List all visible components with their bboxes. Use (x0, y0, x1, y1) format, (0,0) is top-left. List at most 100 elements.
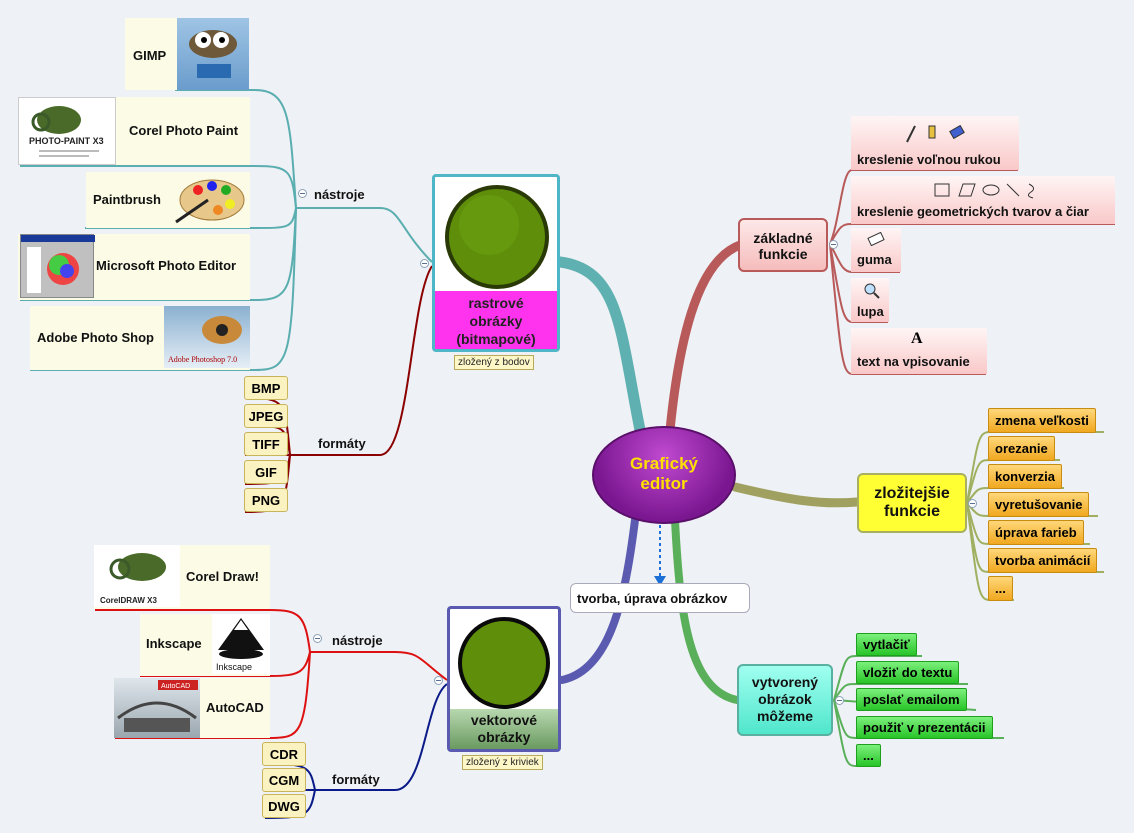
tool-microsoft-photo-editor[interactable]: Microsoft Photo Editor (18, 234, 250, 300)
basic-collapse-toggle[interactable] (829, 240, 838, 249)
raster-note: zložený z bodov (454, 355, 534, 370)
format-bmp[interactable]: BMP (244, 376, 288, 400)
vector-title: vektorové obrázky (450, 709, 558, 749)
photoshop-logo-text: Adobe Photoshop 7.0 (168, 355, 237, 364)
tool-corel-photo-paint-label: Corel Photo Paint (129, 123, 239, 138)
text-tool-icon: A (911, 330, 923, 347)
complex-title-line2: funkcie (883, 503, 940, 520)
raster-tools-label[interactable]: nástroje (314, 187, 365, 202)
tool-gimp[interactable]: GIMP (125, 18, 249, 90)
raster-title: rastrové obrázky (bitmapové) (435, 291, 557, 349)
magnifier-icon (863, 282, 881, 303)
central-topic[interactable]: Grafický editor (592, 426, 736, 524)
vector-node[interactable]: vektorové obrázky (447, 606, 561, 752)
autocad-logo: AutoCAD (114, 678, 200, 738)
vector-title-line1: vektorové (470, 712, 538, 728)
complex-item-convert[interactable]: konverzia (988, 464, 1062, 489)
autocad-logo-text: AutoCAD (161, 683, 190, 690)
central-title-line1: Grafický (629, 454, 699, 473)
central-title-line2: editor (640, 474, 688, 493)
output-item-insert-text[interactable]: vložiť do textu (856, 661, 960, 684)
eraser-icon (867, 231, 885, 249)
format-cdr[interactable]: CDR (262, 742, 306, 766)
complex-title-line1: zložitejšie (874, 485, 950, 502)
format-dwg[interactable]: DWG (262, 794, 306, 818)
branch-output (671, 516, 741, 704)
corel-photo-paint-logo: PHOTO-PAINT X3 (18, 97, 116, 165)
shape-tool-icons (931, 180, 1041, 200)
freehand-tool-icons (903, 122, 973, 144)
photo-paint-logo-text: PHOTO-PAINT X3 (29, 136, 104, 146)
basic-item-freehand-label: kreslenie voľnou rukou (857, 152, 1001, 167)
raster-title-line1: rastrové (468, 295, 524, 311)
vector-collapse-toggle[interactable] (434, 676, 443, 685)
photo-editor-screenshot (20, 234, 95, 298)
basic-item-eraser[interactable]: guma (851, 228, 901, 272)
coreldraw-logo-text: CorelDRAW X3 (100, 596, 157, 605)
output-title-line3: môžeme (756, 708, 814, 724)
format-cgm[interactable]: CGM (262, 768, 306, 792)
tool-adobe-photo-shop-label: Adobe Photo Shop (37, 330, 154, 345)
basic-item-shapes-label: kreslenie geometrických tvarov a čiar (857, 204, 1089, 219)
basic-item-freehand[interactable]: kreslenie voľnou rukou (851, 116, 1019, 170)
tool-paintbrush[interactable]: Paintbrush (86, 172, 250, 228)
vector-title-line2: obrázky (477, 729, 531, 745)
output-collapse-toggle[interactable] (835, 696, 844, 705)
basic-item-shapes[interactable]: kreslenie geometrických tvarov a čiar (851, 176, 1115, 224)
format-tiff[interactable]: TIFF (244, 432, 288, 456)
basic-item-magnifier[interactable]: lupa (851, 278, 889, 322)
basic-item-eraser-label: guma (857, 252, 892, 267)
branch-vector (558, 516, 639, 684)
inkscape-logo: Inkscape (212, 614, 270, 674)
basic-title-line2: funkcie (758, 246, 808, 262)
raster-tools-collapse-toggle[interactable] (298, 189, 307, 198)
tool-microsoft-photo-editor-label: Microsoft Photo Editor (96, 258, 237, 273)
format-png[interactable]: PNG (244, 488, 288, 512)
complex-item-crop[interactable]: orezanie (988, 436, 1055, 461)
basic-functions-node[interactable]: základné funkcie (738, 218, 828, 272)
vector-tools-collapse-toggle[interactable] (313, 634, 322, 643)
vector-formats-label[interactable]: formáty (332, 772, 380, 787)
format-jpeg[interactable]: JPEG (244, 404, 288, 428)
raster-collapse-toggle[interactable] (420, 259, 429, 268)
tool-corel-draw[interactable]: CorelDRAW X3 Corel Draw! (94, 545, 270, 609)
output-node[interactable]: vytvorený obrázok môžeme (737, 664, 833, 736)
tool-corel-draw-label: Corel Draw! (186, 569, 259, 584)
coreldraw-logo: CorelDRAW X3 (94, 545, 180, 607)
output-item-email[interactable]: poslať emailom (856, 688, 967, 711)
raster-formats-label[interactable]: formáty (318, 436, 366, 451)
vector-tools-label[interactable]: nástroje (332, 633, 383, 648)
vector-note: zložený z kriviek (462, 755, 543, 770)
complex-item-colors[interactable]: úprava farieb (988, 520, 1084, 545)
tool-gimp-label: GIMP (133, 48, 167, 63)
branch-raster (554, 256, 646, 436)
complex-item-animation[interactable]: tvorba animácií (988, 548, 1098, 573)
relationship-label[interactable]: tvorba, úprava obrázkov (570, 583, 750, 613)
tool-corel-photo-paint[interactable]: PHOTO-PAINT X3 Corel Photo Paint (18, 97, 250, 165)
raster-image (439, 181, 553, 289)
tool-autocad[interactable]: AutoCAD AutoCAD (114, 678, 270, 738)
output-item-print[interactable]: vytlačiť (856, 633, 917, 656)
complex-item-more[interactable]: ... (988, 576, 1013, 601)
branch-complex (730, 482, 862, 508)
output-item-more[interactable]: ... (856, 744, 881, 767)
output-title-line1: vytvorený (751, 674, 819, 690)
complex-item-resize[interactable]: zmena veľkosti (988, 408, 1096, 433)
tool-inkscape[interactable]: Inkscape Inkscape (140, 614, 270, 676)
tool-autocad-label: AutoCAD (206, 700, 264, 715)
basic-item-text[interactable]: A text na vpisovanie (851, 328, 987, 374)
raster-title-line2: obrázky (469, 313, 523, 329)
basic-title-line1: základné (753, 230, 813, 246)
raster-node[interactable]: rastrové obrázky (bitmapové) (432, 174, 560, 352)
complex-functions-node[interactable]: zložitejšie funkcie (857, 473, 967, 533)
tool-adobe-photo-shop[interactable]: Adobe Photo Shop Adobe Photoshop 7.0 (30, 306, 250, 370)
gimp-logo (177, 18, 249, 90)
complex-item-retouch[interactable]: vyretušovanie (988, 492, 1090, 517)
complex-collapse-toggle[interactable] (968, 499, 977, 508)
format-gif[interactable]: GIF (244, 460, 288, 484)
tool-paintbrush-label: Paintbrush (93, 192, 161, 207)
output-item-presentation[interactable]: použiť v prezentácii (856, 716, 993, 739)
output-title-line2: obrázok (758, 691, 812, 707)
relationship-label-text: tvorba, úprava obrázkov (577, 591, 728, 606)
tool-inkscape-label: Inkscape (146, 636, 202, 651)
